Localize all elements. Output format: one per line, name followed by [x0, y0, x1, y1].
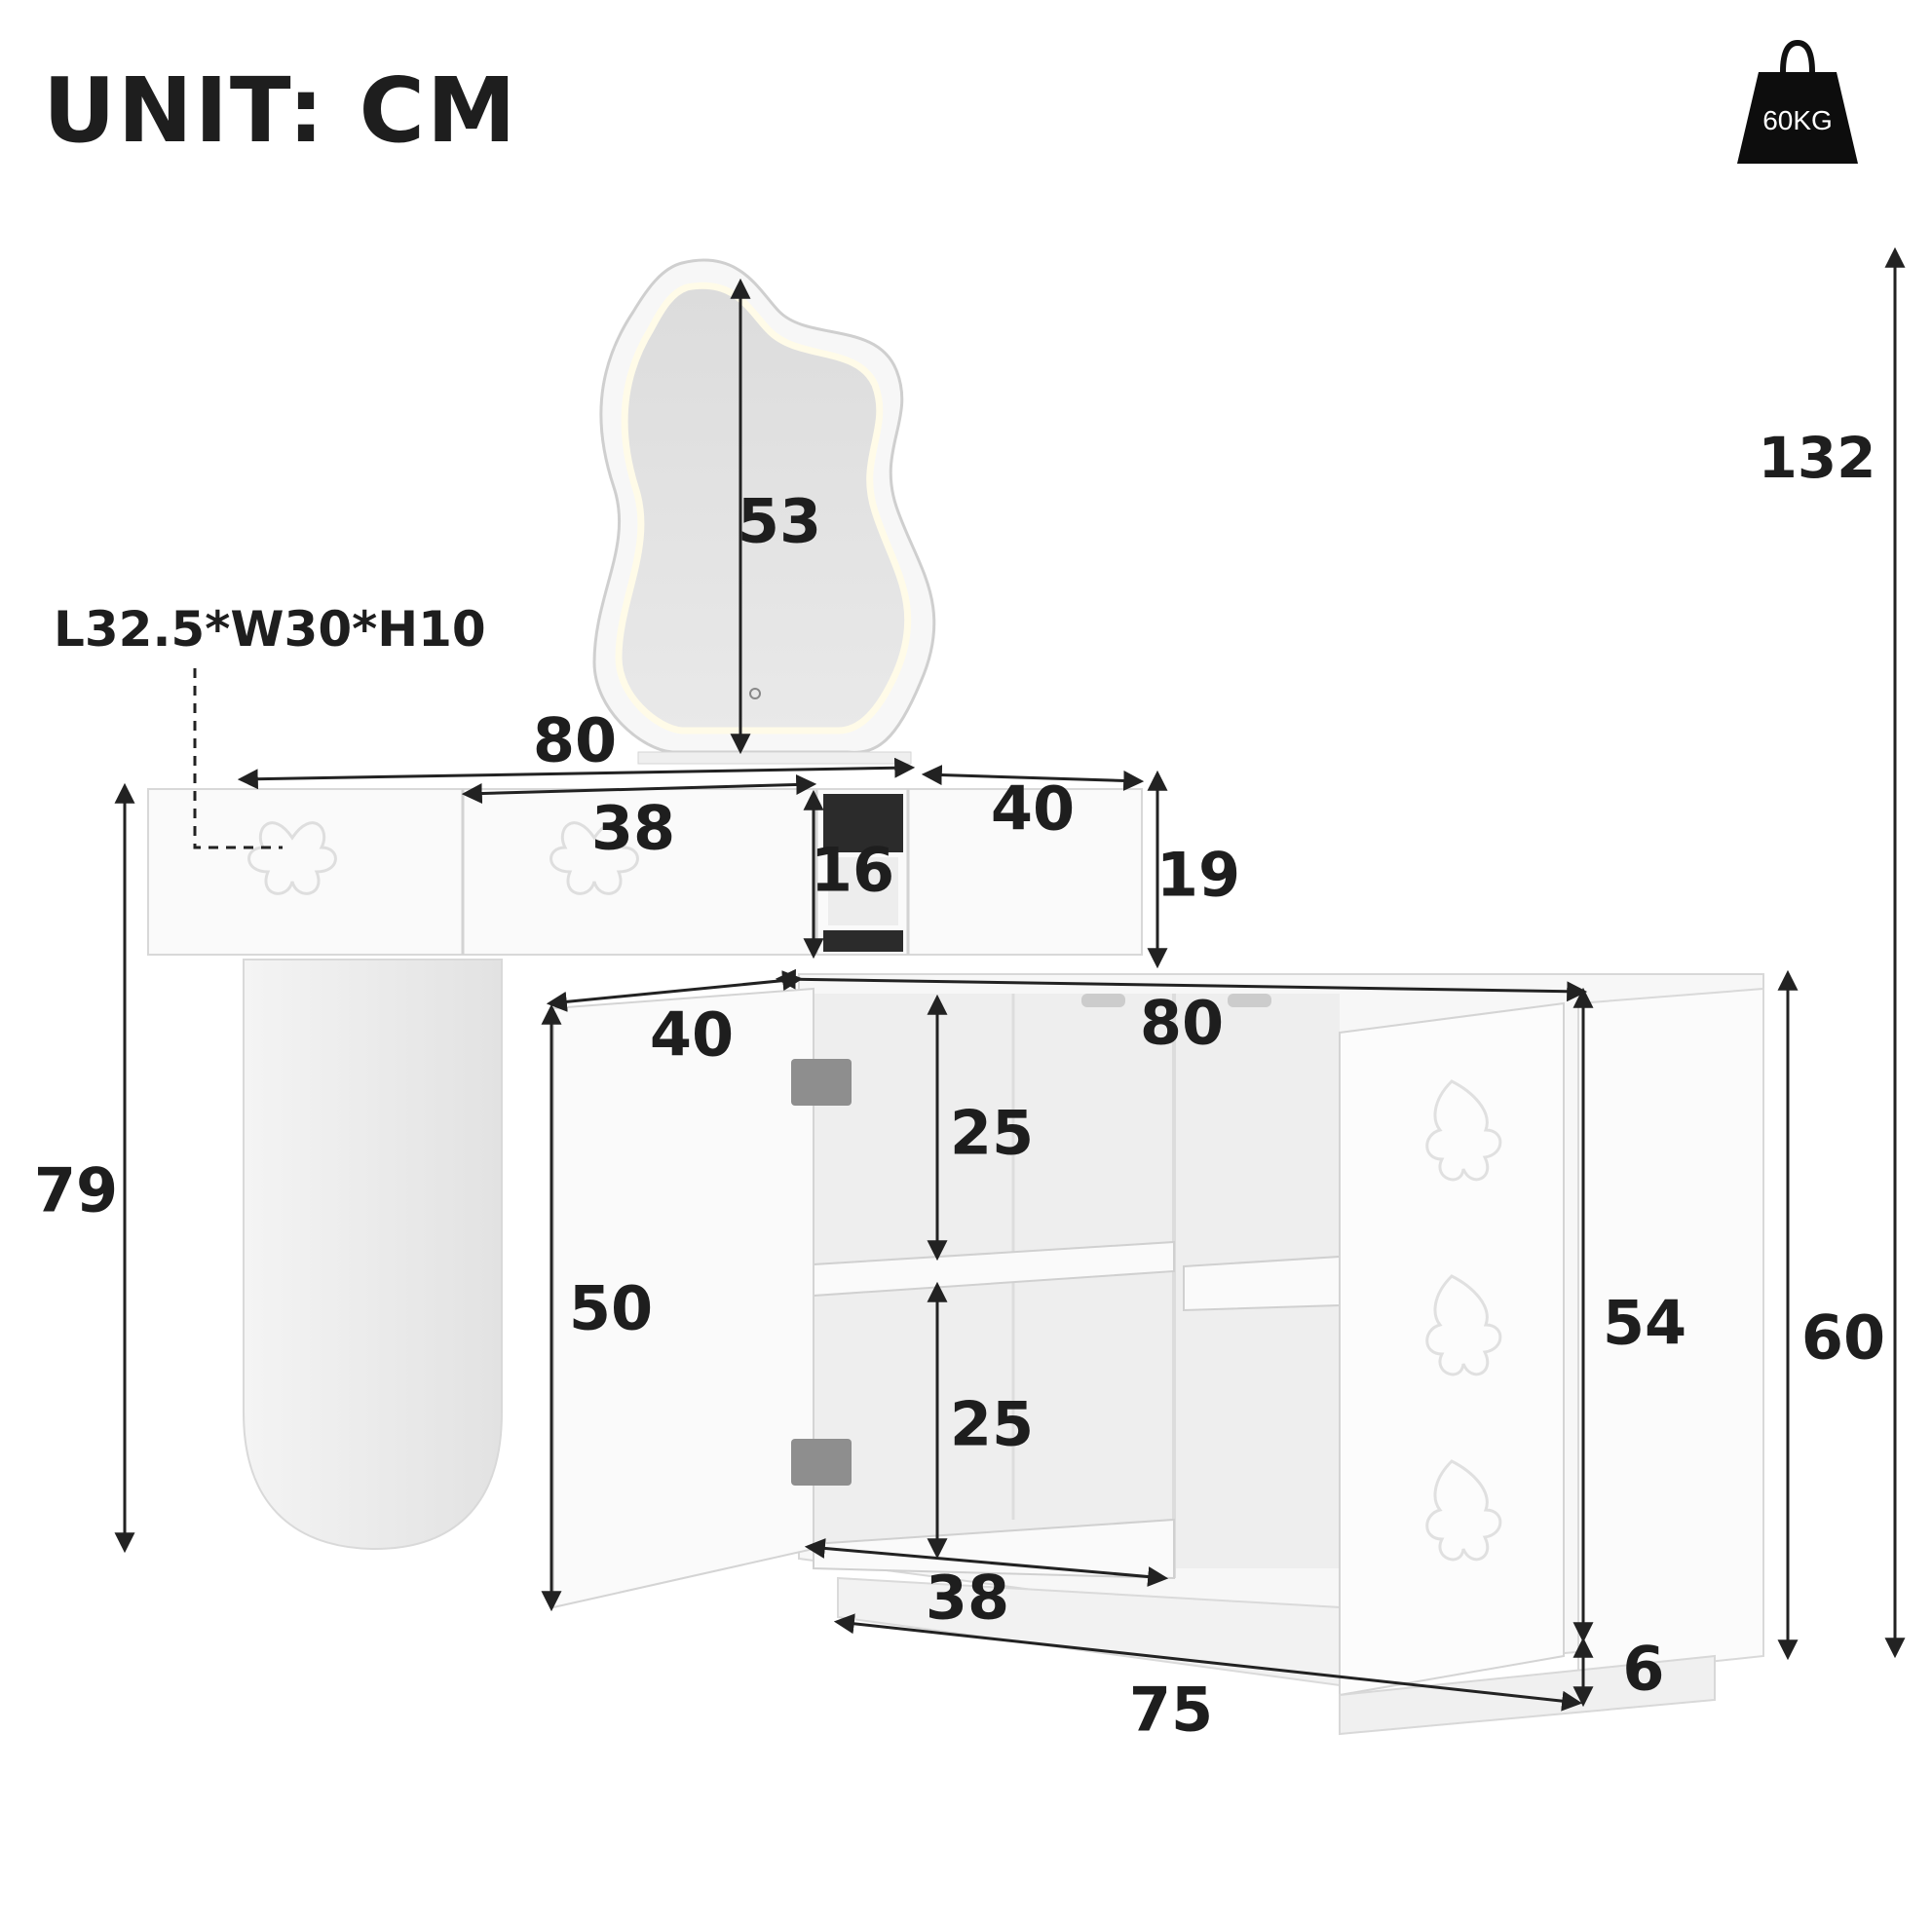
cabinet-body-height-label: 54: [1602, 1287, 1687, 1359]
mirror-height-label: 53: [737, 485, 822, 557]
cabinet: [552, 973, 1764, 1736]
drawer-opening-height-label: 16: [810, 834, 895, 906]
cabinet-top-width-label: 80: [1139, 987, 1225, 1059]
inner-width-label: 38: [925, 1562, 1010, 1634]
desk-leg: [243, 959, 503, 1551]
door-height-label: 50: [568, 1272, 654, 1344]
desk-leg-height-label: 79: [33, 1154, 119, 1226]
weight-label: 60KG: [1762, 105, 1833, 135]
base-height-label: 6: [1622, 1633, 1665, 1705]
mirror: [592, 258, 936, 765]
desk-top-width-label: 80: [532, 704, 618, 776]
drawer-size-note: L32.5*W30*H10: [54, 601, 486, 658]
shelf-lower-height-label: 25: [949, 1388, 1035, 1460]
dimension-lines: [114, 246, 1906, 1712]
weight-icon: [1737, 39, 1858, 164]
total-height-label: 132: [1758, 425, 1876, 491]
cabinet-depth-label: 40: [649, 998, 735, 1071]
drawer-width-label: 38: [590, 792, 676, 864]
side-drawer-width-label: 40: [990, 772, 1076, 845]
cabinet-total-height-label: 60: [1800, 1301, 1886, 1374]
unit-title: UNIT: CM: [43, 58, 518, 163]
desk-drawer-height-label: 19: [1155, 839, 1241, 911]
desk-top: [147, 788, 1143, 982]
cabinet-base-width-label: 75: [1128, 1674, 1214, 1746]
shelf-upper-height-label: 25: [949, 1097, 1035, 1169]
